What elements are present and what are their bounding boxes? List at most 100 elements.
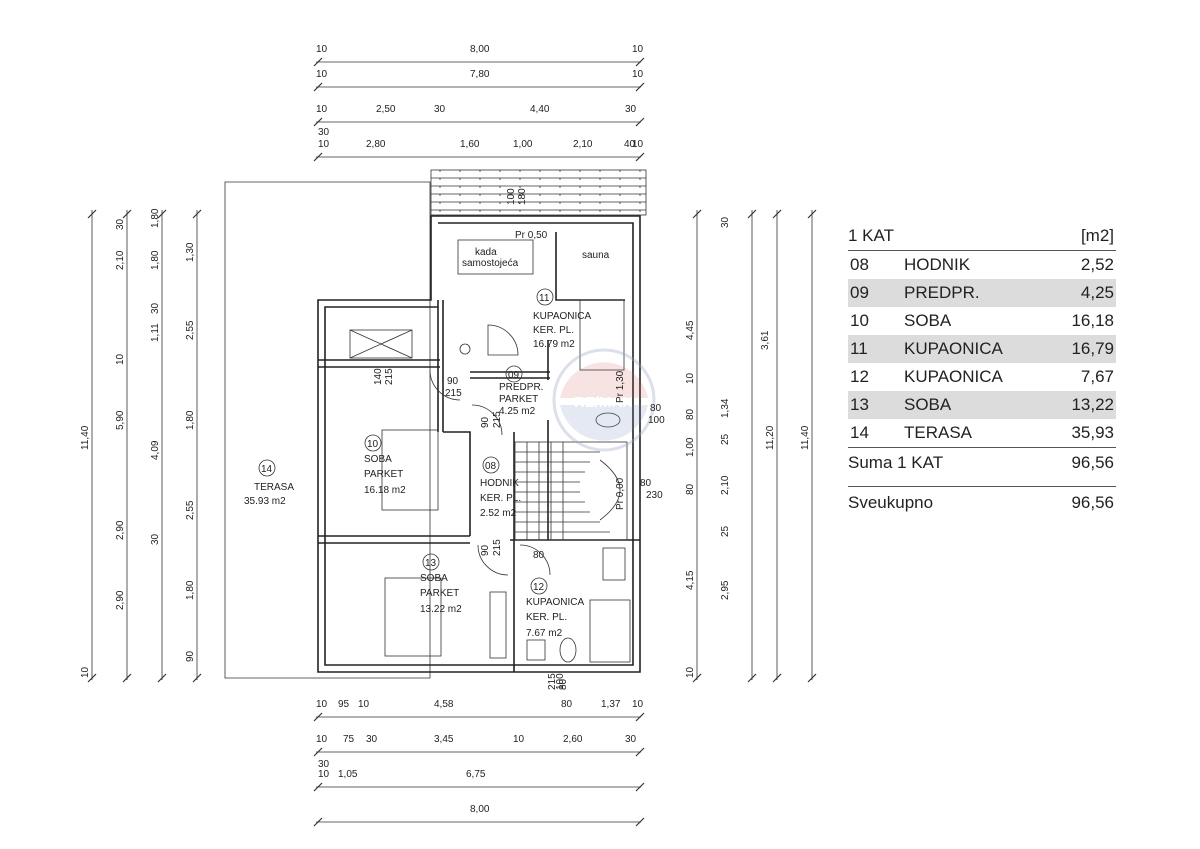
bathtub-label-2: samostojeća [462,258,519,269]
dimension-label: 2,10 [573,139,593,150]
dimension-label: 80 [685,408,696,420]
shower-11 [579,299,625,371]
sum-value: 96,56 [1071,453,1114,472]
dimension-label: 215 [547,673,558,690]
dimension-tick [635,152,645,162]
room-floor: PARKET [420,588,459,599]
dimension-tick [157,209,167,219]
dimension-label: 30 [318,759,330,770]
room-number: 09 [508,370,520,381]
dimension-label: 2,95 [720,580,731,600]
dimension-tick [692,209,702,219]
room-name: PREDPR. [904,283,980,302]
shower-tray [349,329,413,359]
room-13-label: 13 SOBA PARKET 13.22 m2 [420,553,462,615]
dimension-tick [772,209,782,219]
dimension-label: 1,30 [185,242,196,262]
dimension-label: 30 [150,533,161,545]
dimension-label: 30 [366,734,378,745]
dimension-tick [313,117,323,127]
dimension-label: 100 [648,415,665,426]
dimension-tick [157,673,167,683]
room-area: 16.79 m2 [533,339,575,350]
terrace-outline [224,181,431,679]
roof-hatch [430,169,647,216]
table-header: 1 KAT [m2] [848,222,1116,251]
dimension-tick [635,57,645,67]
room-floor: KER. PL. [480,493,521,504]
dimension-label: 90 [185,650,196,662]
room-floor: PARKET [499,394,538,405]
dimension-label: 2,80 [366,139,386,150]
room-09-label: 09 PREDPR. PARKET 4.25 m2 [499,365,543,417]
dimension-label: 10 [513,734,525,745]
dimension-tick [807,209,817,219]
room-area: 7,67 [1080,367,1114,386]
bed-room-10 [381,429,439,511]
bathtub-label-1: kada [475,247,497,258]
room-name: TERASA [904,423,973,442]
dimension-label: 10 [316,699,328,710]
dimension-label: 80 [640,478,652,489]
dimension-label: 2,55 [185,320,196,340]
wardrobe [489,591,507,659]
room-number: 14 [261,464,273,475]
dimension-label: 10 [358,699,370,710]
dimension-label: 10 [318,769,330,780]
dimension-label: 80 [533,550,545,561]
room-name: SOBA [420,573,448,584]
dimension-tick [772,673,782,683]
total-label: Sveukupno [848,493,934,512]
room-area: 13.22 m2 [420,604,462,615]
dimension-tick [313,712,323,722]
dimension-label: 10 [632,699,644,710]
dimension-label: 25 [720,525,731,537]
dimension-tick [313,782,323,792]
dimension-label: 2,60 [563,734,583,745]
dimension-label: 6,75 [466,769,486,780]
dimension-tick [635,747,645,757]
dimension-label: 4,45 [685,320,696,340]
dimension-label: 10 [685,666,696,678]
room-floor: KER. PL. [526,612,567,623]
room-num: 08 [850,255,869,274]
dimension-tick [313,152,323,162]
dimension-tick [635,782,645,792]
dimension-label: 2,50 [376,104,396,115]
unit-label: [m2] [1080,226,1114,245]
room-area: 16,18 [1071,311,1114,330]
dimension-label: 80 [650,403,662,414]
room-floor: KER. PL. [533,325,574,336]
dimension-label: 4,58 [434,699,454,710]
dimension-label: 30 [720,216,731,228]
dimension-label: 4,40 [530,104,550,115]
toilet-12 [559,637,577,663]
dimension-label: 1,34 [720,398,731,418]
dimension-label: 11,40 [800,425,811,450]
total-value: 96,56 [1071,493,1114,512]
dimension-label: 10 [316,104,328,115]
exterior-walls [317,215,641,673]
dimension-label: 1,05 [338,769,358,780]
dimension-label: 1,60 [460,139,480,150]
dimension-label: Pr 0,50 [515,230,548,241]
dimension-label: 1,00 [513,139,533,150]
dimension-label: 3,61 [760,330,771,350]
dimension-label: 90 [480,416,491,428]
dimension-tick [635,82,645,92]
dimension-label: 1,80 [185,410,196,430]
dimension-label: 2,90 [115,590,126,610]
dimension-label: 215 [445,388,462,399]
dimension-label: 100 [506,188,517,205]
room-num: 12 [850,367,869,386]
room-num: 13 [850,395,869,414]
dimension-label: 10 [115,353,126,365]
dimension-tick [122,673,132,683]
room-11-label: 11 KUPAONICA KER. PL. 16.79 m2 [533,288,591,350]
